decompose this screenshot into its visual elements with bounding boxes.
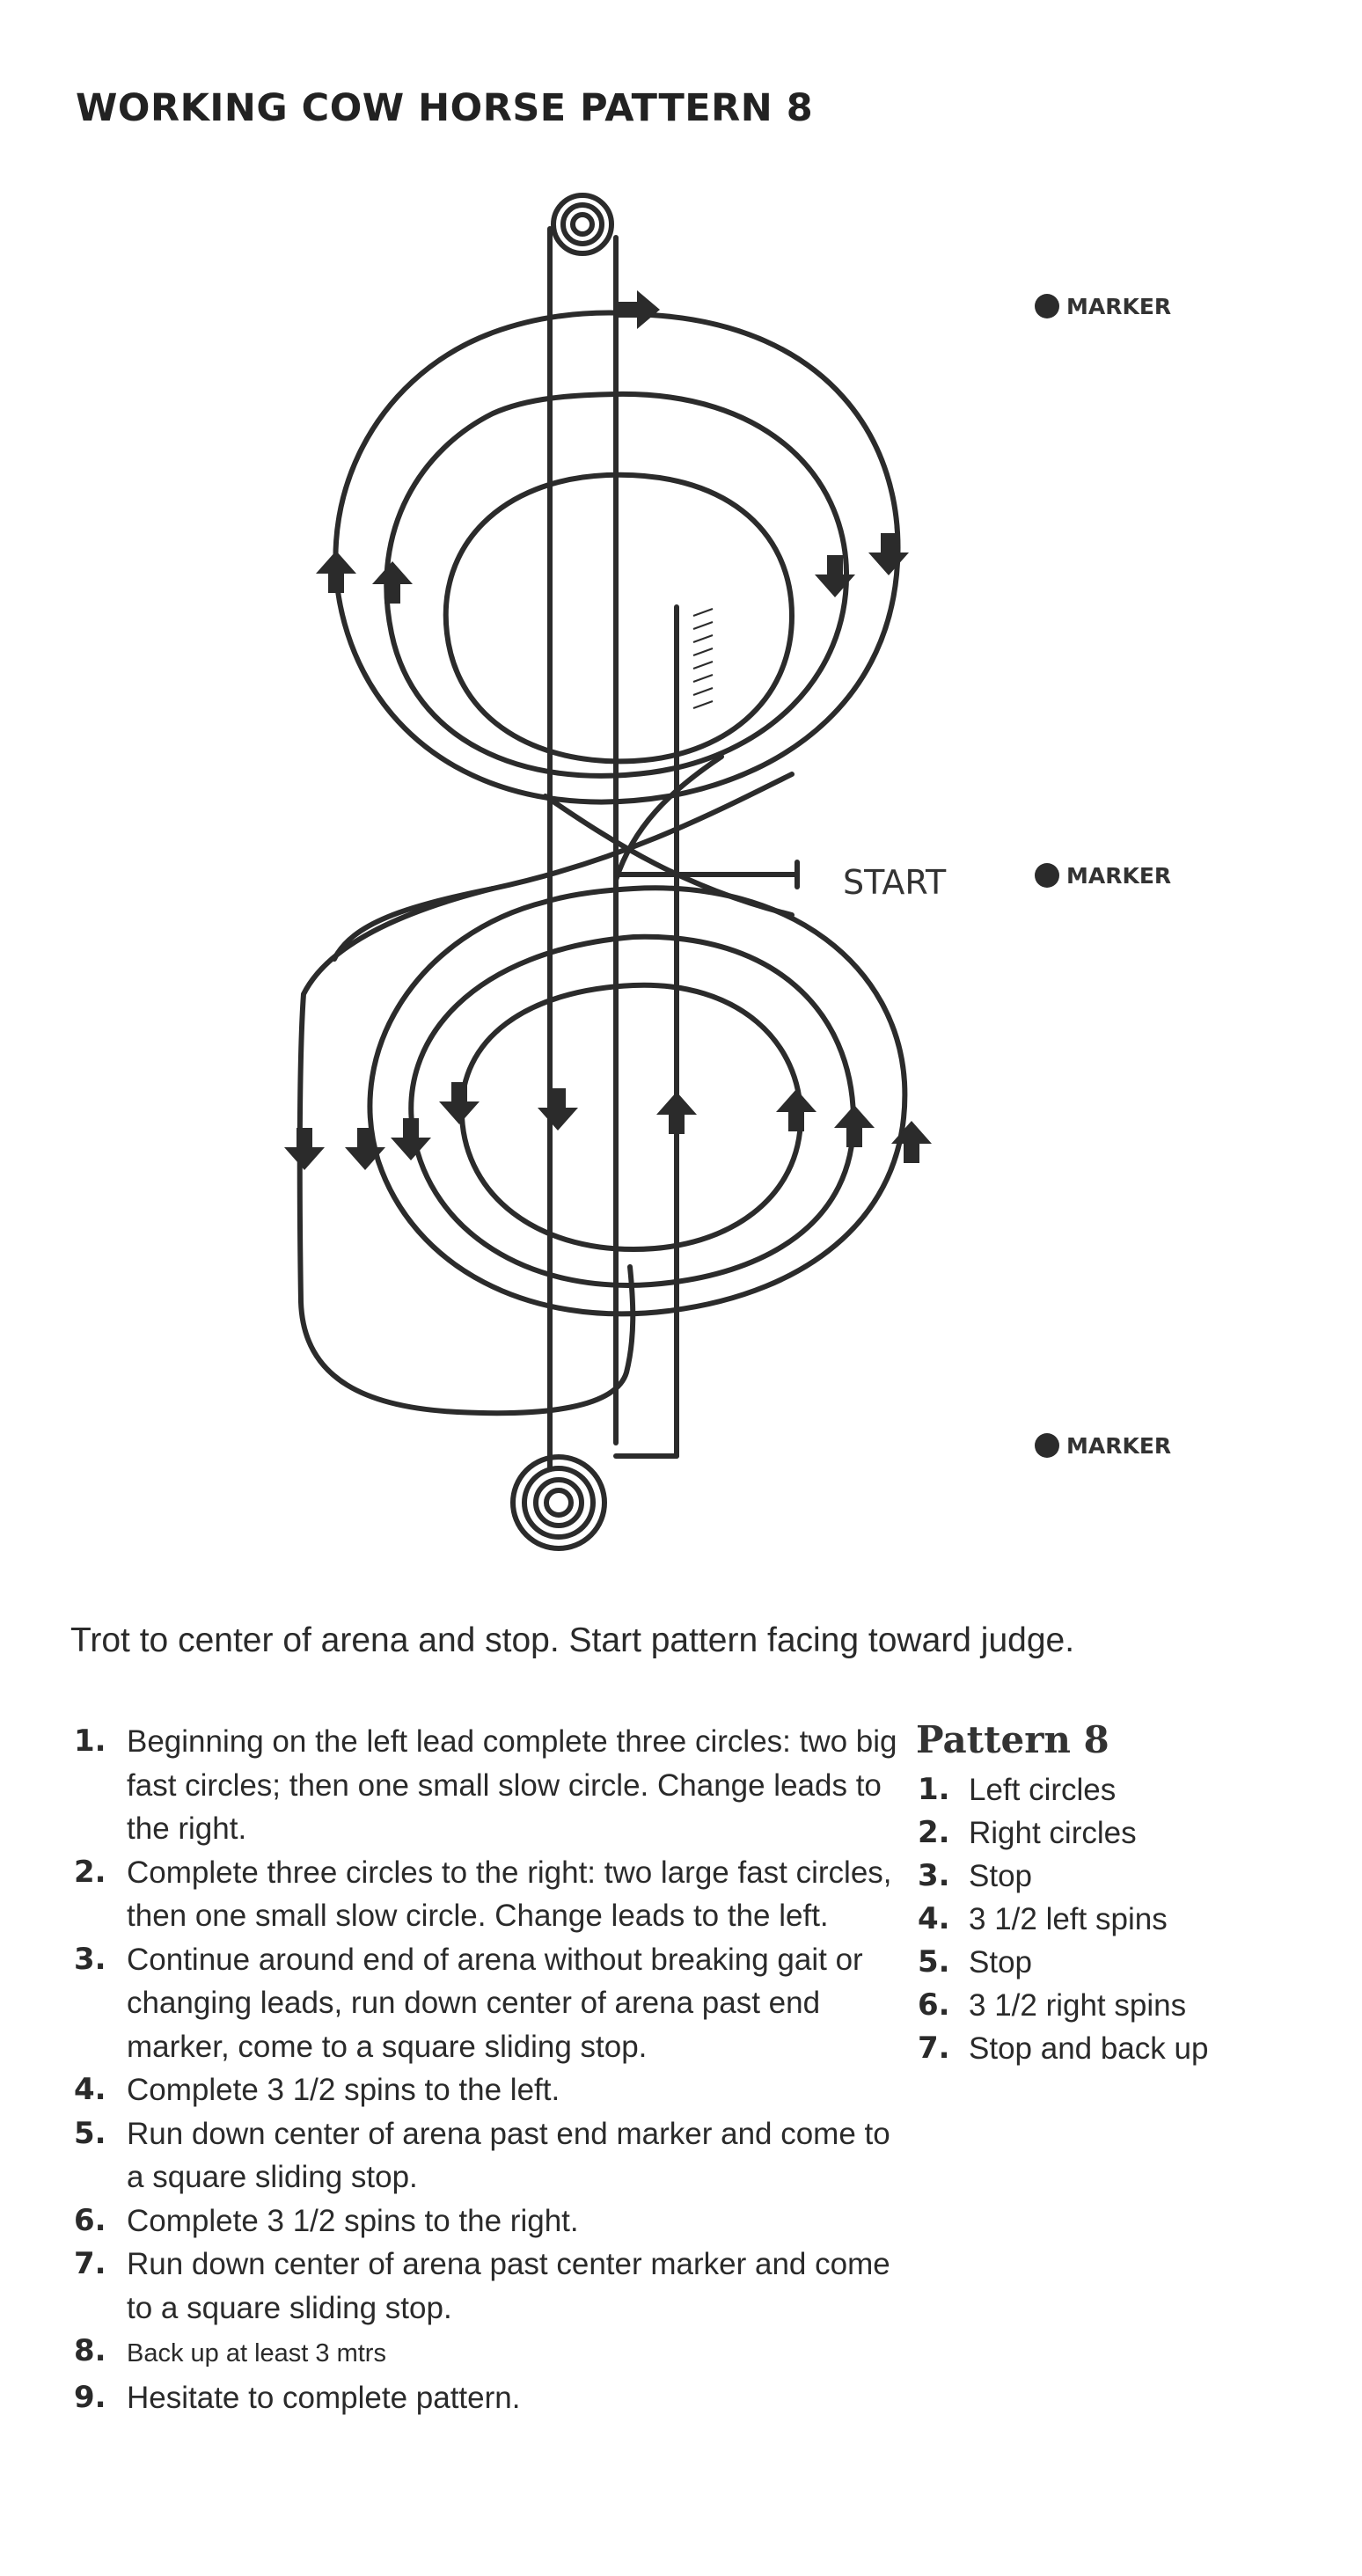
step-number: 7.: [74, 2246, 106, 2281]
top-circle-inner: [443, 472, 794, 765]
top-circle-middle: [384, 391, 850, 779]
list-item: 1. Beginning on the left lead complete th…: [74, 1720, 901, 1851]
direction-arrow: [776, 1089, 816, 1131]
step-text: Run down center of arena past end marker…: [127, 2116, 890, 2195]
list-item: 1. Left circles: [918, 1768, 1340, 1811]
list-item: 7. Stop and back up: [918, 2027, 1340, 2070]
step-text: Hesitate to complete pattern.: [127, 2380, 521, 2415]
direction-arrow: [372, 561, 413, 604]
summary-text: 3 1/2 left spins: [969, 1902, 1168, 1936]
direction-arrow: [538, 1088, 578, 1131]
marker-label: MARKER: [1066, 863, 1171, 889]
marker-center: MARKER: [1035, 863, 1171, 889]
bottom-circle-outer: [367, 885, 908, 1317]
direction-arrow: [284, 1128, 325, 1170]
step-number: 5.: [74, 2115, 106, 2151]
direction-arrow: [618, 290, 660, 329]
step-number: 3.: [74, 1941, 106, 1977]
bottom-spin-spiral: [510, 1454, 607, 1551]
direction-arrow: [834, 1105, 875, 1147]
summary-number: 7.: [918, 2031, 950, 2066]
marker-dot-icon: [1035, 863, 1059, 888]
summary-text: Stop: [969, 1945, 1032, 1980]
summary-text: 3 1/2 right spins: [969, 1988, 1187, 2023]
summary-title: Pattern 8: [916, 1718, 1109, 1761]
list-item: 4. 3 1/2 left spins: [918, 1898, 1340, 1941]
marker-bottom: MARKER: [1035, 1433, 1171, 1459]
step-number: 1.: [74, 1723, 106, 1759]
marker-top: MARKER: [1035, 294, 1171, 319]
step-text: Beginning on the left lead complete thre…: [127, 1724, 897, 1846]
start-line: [613, 860, 800, 889]
summary-text: Stop: [969, 1859, 1032, 1893]
list-item: 9. Hesitate to complete pattern.: [74, 2376, 901, 2420]
list-item: 3. Continue around end of arena without b…: [74, 1938, 901, 2069]
summary-number: 2.: [918, 1815, 950, 1850]
step-text: Continue around end of arena without bre…: [127, 1942, 863, 2064]
start-label: START: [843, 863, 947, 902]
summary-number: 5.: [918, 1944, 950, 1980]
page-title: WORKING COW HORSE PATTERN 8: [76, 86, 814, 130]
marker-dot-icon: [1035, 294, 1059, 318]
top-circle-outer: [333, 310, 901, 805]
step-text: Complete 3 1/2 spins to the right.: [127, 2203, 579, 2238]
step-text: Complete three circles to the right: two…: [127, 1855, 892, 1934]
list-item: 6. Complete 3 1/2 spins to the right.: [74, 2199, 901, 2243]
bottom-circle-middle: [408, 933, 857, 1288]
run-around-path: [297, 886, 636, 1416]
direction-arrow: [439, 1082, 480, 1124]
lead-change-path: [332, 754, 794, 962]
summary-list: 1. Left circles 2. Right circles 3. Stop 4.…: [918, 1768, 1340, 2070]
sliding-stop-hatch: [692, 608, 714, 709]
step-number: 6.: [74, 2202, 106, 2238]
summary-number: 1.: [918, 1772, 950, 1807]
summary-text: Stop and back up: [969, 2031, 1209, 2066]
list-item: 6. 3 1/2 right spins: [918, 1984, 1340, 2027]
step-number: 8.: [74, 2333, 106, 2368]
summary-text: Right circles: [969, 1816, 1137, 1850]
list-item: 5. Run down center of arena past end mark…: [74, 2112, 901, 2199]
list-item: 5. Stop: [918, 1941, 1340, 1984]
direction-arrow: [656, 1092, 697, 1134]
marker-label: MARKER: [1066, 294, 1171, 319]
direction-arrow: [868, 533, 909, 575]
direction-arrow: [815, 555, 855, 597]
marker-dot-icon: [1035, 1433, 1059, 1458]
step-text: Run down center of arena past center mar…: [127, 2247, 890, 2325]
step-number: 4.: [74, 2072, 106, 2107]
summary-number: 4.: [918, 1901, 950, 1936]
intro-text: Trot to center of arena and stop. Start …: [70, 1621, 1075, 1659]
pattern-diagram: MARKER MARKER MARKER START: [284, 193, 1171, 1551]
direction-arrow: [391, 1118, 431, 1160]
center-rundown-lines: [547, 226, 679, 1472]
list-item: 8. Back up at least 3 mtrs: [74, 2330, 901, 2376]
list-item: 3. Stop: [918, 1855, 1340, 1898]
step-text: Back up at least 3 mtrs: [127, 2339, 386, 2367]
bottom-circle-inner: [458, 982, 803, 1252]
list-item: 7. Run down center of arena past center m…: [74, 2243, 901, 2330]
summary-text: Left circles: [969, 1773, 1117, 1807]
summary-number: 3.: [918, 1858, 950, 1893]
step-text: Complete 3 1/2 spins to the left.: [127, 2073, 560, 2107]
step-number: 9.: [74, 2379, 106, 2415]
instructions-list: 1. Beginning on the left lead complete th…: [74, 1720, 901, 2419]
top-spin-spiral: [551, 193, 614, 256]
marker-label: MARKER: [1066, 1433, 1171, 1459]
step-number: 2.: [74, 1854, 106, 1890]
list-item: 2. Complete three circles to the right: t…: [74, 1851, 901, 1938]
direction-arrow: [316, 551, 356, 593]
summary-number: 6.: [918, 1987, 950, 2023]
list-item: 2. Right circles: [918, 1811, 1340, 1855]
list-item: 4. Complete 3 1/2 spins to the left.: [74, 2068, 901, 2112]
